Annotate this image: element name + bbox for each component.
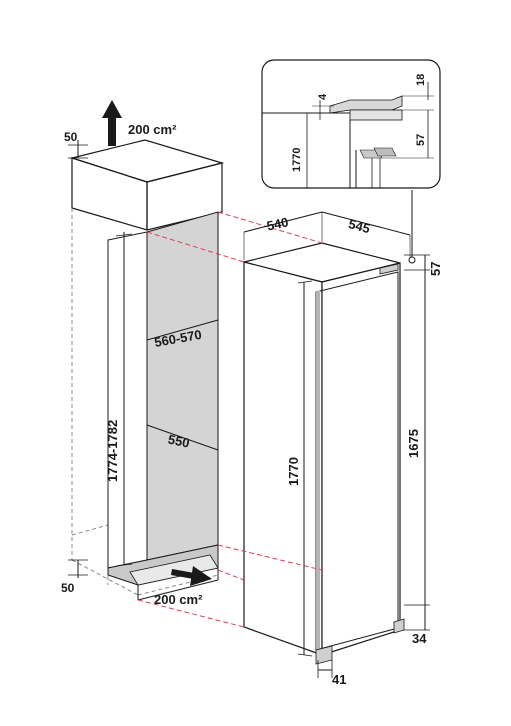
appliance-body — [243, 242, 405, 665]
detail-4-label: 4 — [317, 93, 329, 100]
appliance-dimension-lines — [243, 190, 430, 678]
appliance-height-label: 1770 — [286, 457, 301, 486]
appliance-depth-label: 540 — [265, 214, 289, 233]
niche-dimension-lines — [68, 140, 219, 578]
niche-depth-label: 550 — [167, 431, 191, 450]
bottom-gap-label: 50 — [61, 581, 75, 595]
side-offset-label: 41 — [332, 672, 346, 687]
up-arrow-icon — [102, 100, 122, 146]
right-arrow-icon — [171, 566, 212, 586]
door-height-label: 1675 — [406, 429, 421, 458]
projection-lines — [137, 211, 323, 628]
detail-1770-label: 1770 — [291, 148, 303, 172]
niche-cabinet — [69, 139, 225, 601]
bottom-offset-label: 34 — [412, 631, 427, 646]
top-offset-label: 57 — [428, 262, 443, 276]
top-gap-label: 50 — [64, 130, 78, 144]
detail-inset — [261, 59, 441, 189]
top-vent-label: 200 cm² — [128, 122, 177, 137]
detail-18-label: 18 — [415, 74, 427, 86]
appliance-width-label: 545 — [347, 216, 372, 236]
detail-57-label: 57 — [415, 134, 427, 146]
niche-height-label: 1774-1782 — [105, 420, 120, 482]
bottom-vent-label: 200 cm² — [154, 592, 203, 607]
